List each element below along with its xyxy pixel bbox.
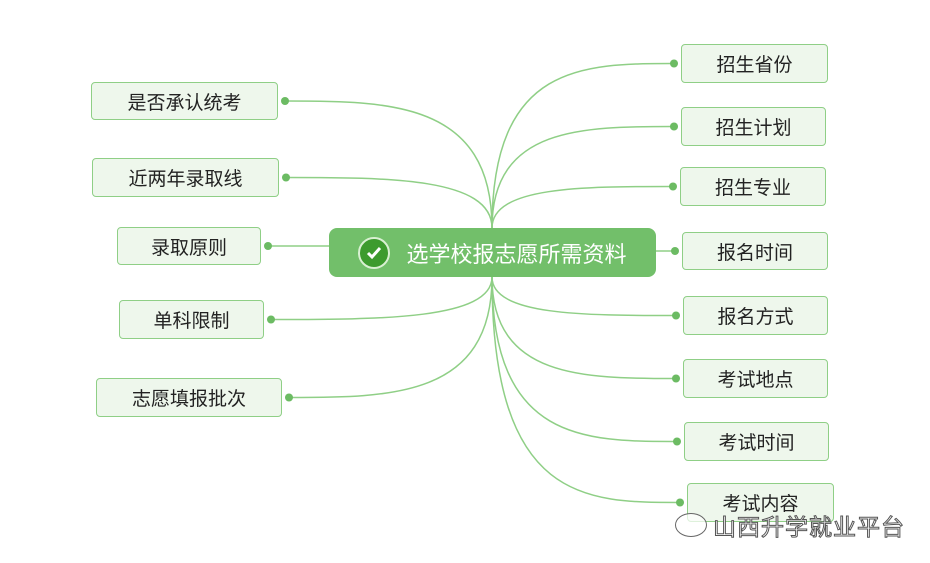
right-node[interactable]: 招生省份 (681, 44, 828, 83)
connector-dot (670, 59, 678, 68)
node-label: 录取原则 (150, 236, 227, 259)
right-node[interactable]: 报名时间 (682, 232, 828, 270)
check-circle-icon (358, 236, 391, 269)
center-node[interactable]: 选学校报志愿所需资料 (329, 228, 656, 277)
connector-line (491, 62, 675, 229)
connector-dot (676, 498, 684, 507)
connector-dot (281, 97, 289, 105)
connector-dot (670, 122, 678, 131)
connector-line (285, 176, 493, 229)
connector-line (491, 185, 674, 229)
connector-line (491, 276, 681, 504)
right-node[interactable]: 招生计划 (681, 107, 826, 146)
node-label: 招生专业 (714, 177, 791, 199)
node-label: 报名时间 (716, 241, 793, 264)
connector-dot (672, 374, 680, 383)
connector-line (270, 276, 493, 321)
node-label: 志愿填报批次 (131, 388, 246, 410)
node-label: 近两年录取线 (128, 168, 243, 190)
connector-dot (285, 393, 293, 402)
node-label: 考试内容 (722, 493, 799, 515)
connector-line (284, 100, 493, 229)
right-node[interactable]: 考试内容 (687, 483, 834, 522)
connector-line (491, 276, 677, 317)
connector-line (288, 276, 493, 399)
node-label: 报名方式 (717, 306, 794, 328)
connector-dot (264, 242, 272, 250)
node-label: 单科限制 (153, 310, 230, 332)
right-node[interactable]: 考试时间 (684, 422, 829, 461)
left-node[interactable]: 近两年录取线 (92, 158, 279, 197)
connector-dot (267, 315, 275, 324)
connector-dot (671, 247, 679, 255)
right-node[interactable]: 招生专业 (680, 167, 826, 206)
right-node[interactable]: 报名方式 (683, 296, 828, 335)
connector-dot (673, 437, 681, 446)
connector-line (491, 276, 677, 380)
wechat-icon (675, 513, 707, 537)
node-label: 招生计划 (715, 117, 792, 139)
connector-dot (672, 311, 680, 320)
connector-line (491, 276, 678, 443)
watermark: 山西升学就业平台 (675, 508, 905, 542)
left-node[interactable]: 是否承认统考 (91, 82, 278, 120)
right-node[interactable]: 考试地点 (683, 359, 828, 398)
left-node[interactable]: 录取原则 (117, 227, 261, 265)
node-label: 考试时间 (718, 432, 795, 454)
center-node-label: 选学校报志愿所需资料 (406, 242, 627, 268)
node-label: 考试地点 (717, 369, 794, 391)
left-node[interactable]: 志愿填报批次 (96, 378, 282, 417)
watermark-label: 山西升学就业平台 (713, 515, 905, 542)
connector-dot (669, 182, 677, 191)
node-label: 是否承认统考 (127, 91, 242, 114)
connector-line (491, 125, 675, 229)
left-node[interactable]: 单科限制 (119, 300, 264, 339)
connector-dot (282, 173, 290, 182)
node-label: 招生省份 (716, 54, 793, 76)
